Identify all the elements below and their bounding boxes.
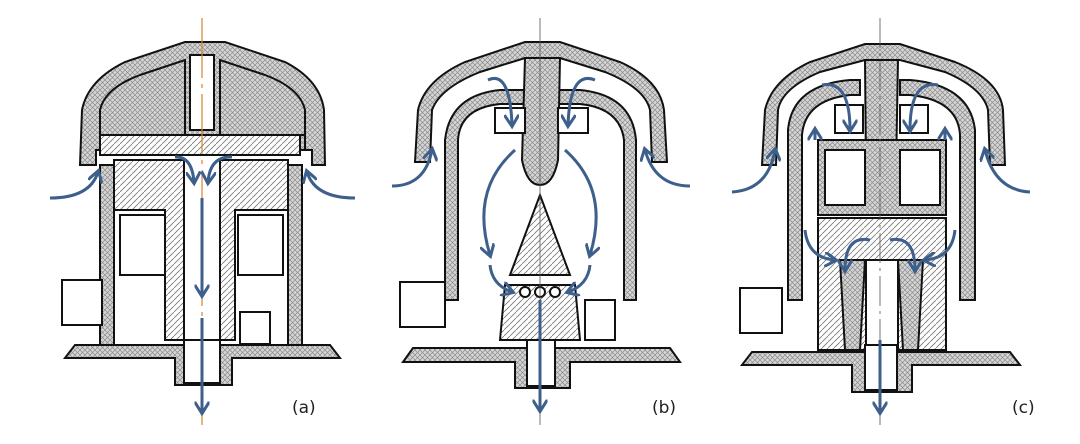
flow-arrow	[985, 150, 1031, 194]
flow-arrow	[889, 237, 915, 270]
flow-arrow	[307, 172, 356, 200]
flow-arrow	[208, 155, 233, 182]
cap	[760, 43, 1007, 166]
panel-c-label: (c)	[1012, 398, 1035, 418]
plate	[99, 134, 301, 156]
flow-arrow	[731, 150, 775, 194]
flow-arrow	[568, 77, 596, 125]
insert-right	[239, 311, 271, 345]
cavity-left	[824, 149, 866, 206]
flow-arrow	[568, 264, 592, 292]
flow-arrow	[803, 229, 835, 260]
center-cone-top	[520, 57, 562, 187]
outer-wall-right	[287, 164, 303, 346]
nozzle-right	[896, 259, 925, 351]
flow-arrow	[487, 77, 512, 125]
chamber-left	[119, 214, 166, 276]
flow-arrow	[845, 237, 871, 270]
panel-a-label: (a)	[292, 398, 316, 418]
side-port	[399, 281, 446, 328]
side-port	[739, 287, 783, 334]
panel-b-label: (b)	[652, 398, 677, 418]
side-port	[61, 279, 103, 326]
flow-arrow	[821, 83, 850, 130]
insert-right	[584, 299, 616, 341]
flow-arrow	[564, 148, 596, 255]
flow-arrow	[488, 264, 512, 292]
inner-arch	[444, 89, 637, 301]
flow-arrow	[49, 172, 98, 200]
flow-arrows-b	[391, 77, 691, 410]
flow-arrows-a	[49, 155, 356, 412]
chamber-right	[237, 214, 284, 276]
flow-arrow	[391, 150, 432, 188]
flow-arrows-c	[731, 83, 1031, 412]
flow-arrow	[174, 155, 194, 182]
panel-a-drawing	[61, 41, 343, 386]
flow-arrow	[645, 150, 691, 188]
nozzle-left	[838, 259, 867, 351]
ball	[549, 286, 561, 298]
flow-arrow	[910, 83, 939, 130]
cap-core	[99, 58, 306, 150]
ball	[519, 286, 531, 298]
chamber-right	[557, 107, 589, 134]
center-passage	[865, 259, 899, 351]
cap	[413, 41, 669, 163]
inner-arch	[787, 79, 976, 301]
chamber-right	[899, 104, 929, 134]
flow-arrow	[484, 148, 516, 255]
flow-arrow	[925, 229, 957, 260]
cavity-right	[899, 149, 941, 206]
